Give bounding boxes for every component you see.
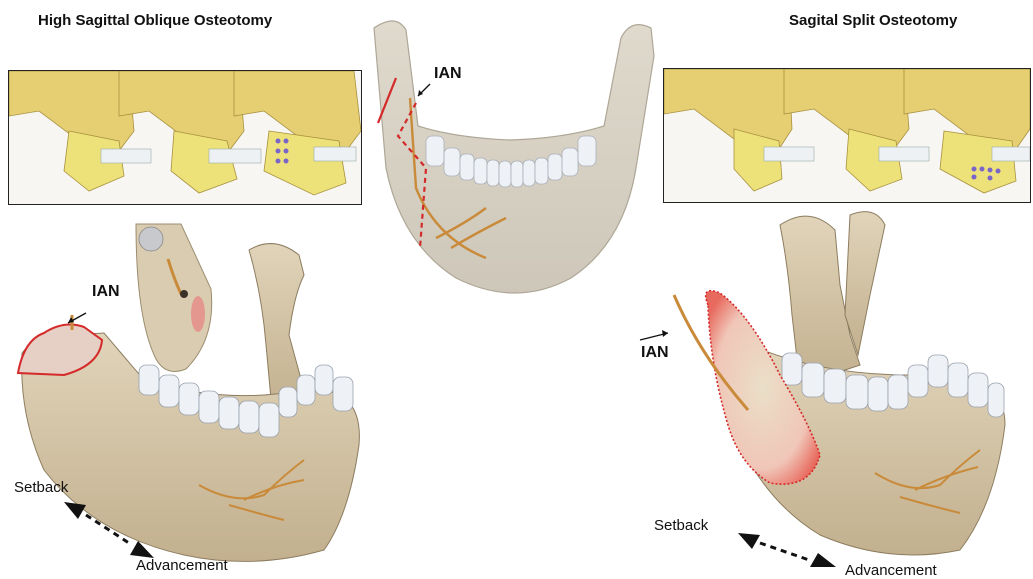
ian-label-center: IAN bbox=[434, 65, 462, 83]
right-skull-sequence bbox=[664, 69, 1030, 202]
skull-view-3 bbox=[234, 71, 361, 195]
ian-label-right: IAN bbox=[641, 344, 669, 362]
advancement-label-left: Advancement bbox=[136, 557, 228, 574]
right-title: Sagital Split Osteotomy bbox=[789, 12, 957, 29]
left-skull-panel bbox=[8, 70, 362, 205]
direction-arrow-right bbox=[760, 543, 812, 561]
setback-label-right: Setback bbox=[654, 517, 708, 534]
left-title: High Sagittal Oblique Osteotomy bbox=[38, 12, 272, 29]
skull-view-3 bbox=[904, 69, 1030, 193]
right-skull-panel bbox=[663, 68, 1031, 203]
right-mandible-illustration bbox=[660, 205, 1030, 575]
left-inset-proximal-segment bbox=[126, 219, 216, 379]
advancement-label-right: Advancement bbox=[845, 562, 937, 579]
ian-label-left: IAN bbox=[92, 283, 120, 301]
setback-label-left: Setback bbox=[14, 479, 68, 496]
frontal-mandible-illustration bbox=[356, 8, 666, 308]
left-skull-sequence bbox=[9, 71, 361, 204]
